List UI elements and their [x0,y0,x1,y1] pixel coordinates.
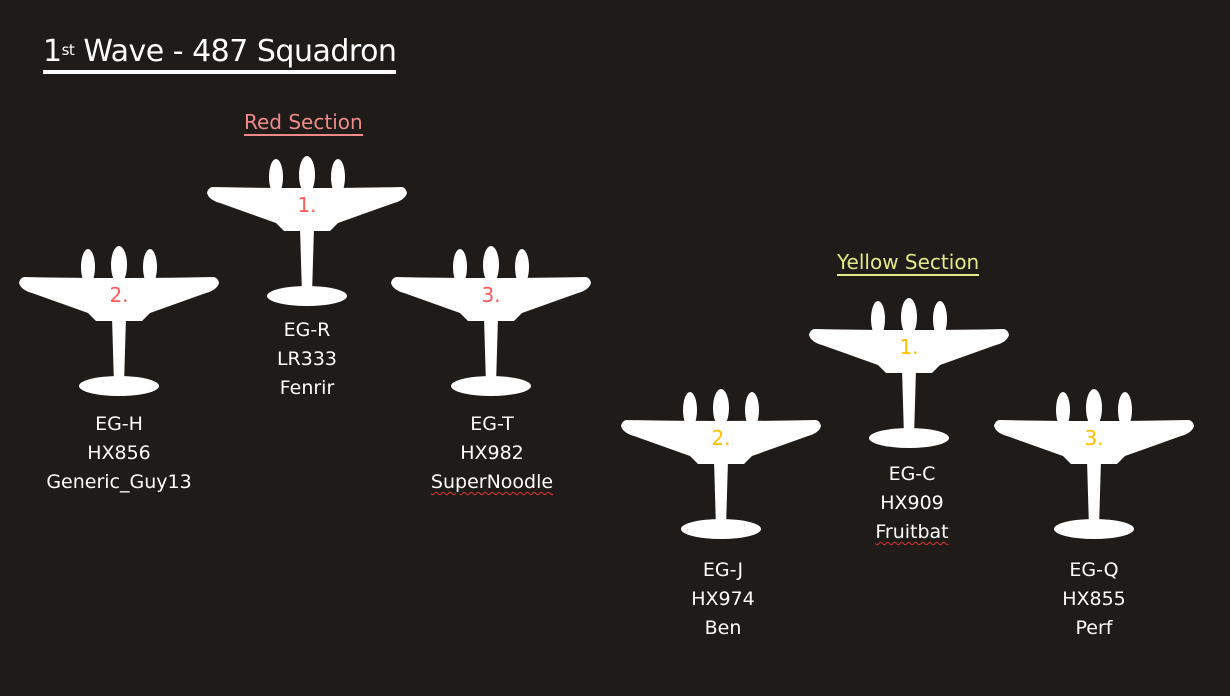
aircraft-code: EG-H [95,413,143,435]
position-number: 3. [1084,426,1104,450]
title-ordinal: 1 [43,34,62,69]
pilot-name: Fruitbat [875,521,949,543]
aircraft-yellow-1: 1. [808,297,1010,449]
aircraft-serial: LR333 [276,348,338,370]
aircraft-serial: HX974 [691,588,755,610]
aircraft-yellow-2: 2. [620,388,822,540]
position-number: 1. [899,335,919,359]
aircraft-yellow-3: 3. [993,388,1195,540]
aircraft-serial: HX982 [460,442,524,464]
red-section-heading: Red Section [244,110,363,136]
position-number: 2. [109,283,129,307]
aircraft-label-red-2: EG-H HX856 Generic_Guy13 [9,410,229,497]
aircraft-label-red-1: EG-R LR333 Fenrir [197,316,417,403]
pilot-name: Fenrir [279,377,335,399]
aircraft-serial: HX909 [880,492,944,514]
aircraft-code: EG-C [888,463,936,485]
aircraft-code: EG-J [702,559,744,581]
aircraft-code: EG-R [283,319,331,341]
title-text: Wave - 487 Squadron [74,34,397,69]
aircraft-red-2: 2. [18,245,220,397]
aircraft-code: EG-Q [1069,559,1119,581]
aircraft-silhouette-icon [19,246,219,396]
aircraft-silhouette-icon [207,156,407,306]
aircraft-silhouette-icon [391,246,591,396]
aircraft-label-yellow-2: EG-J HX974 Ben [613,556,833,643]
position-number: 2. [711,426,731,450]
aircraft-silhouette-icon [621,389,821,539]
position-number: 3. [481,283,501,307]
aircraft-red-3: 3. [390,245,592,397]
position-number: 1. [297,193,317,217]
aircraft-red-1: 1. [206,155,408,307]
yellow-section-heading: Yellow Section [837,250,980,276]
pilot-name: SuperNoodle [430,471,554,493]
pilot-name: Ben [704,617,742,639]
aircraft-label-red-3: EG-T HX982 SuperNoodle [382,410,602,497]
aircraft-silhouette-icon [809,298,1009,448]
title-ordinal-suffix: st [61,41,75,59]
aircraft-label-yellow-3: EG-Q HX855 Perf [984,556,1204,643]
page-title: 1st Wave - 487 Squadron [43,34,397,74]
aircraft-label-yellow-1: EG-C HX909 Fruitbat [802,460,1022,547]
aircraft-serial: HX855 [1062,588,1126,610]
pilot-name: Generic_Guy13 [46,471,192,493]
aircraft-serial: HX856 [87,442,151,464]
aircraft-code: EG-T [470,413,514,435]
pilot-name: Perf [1075,617,1113,639]
aircraft-silhouette-icon [994,389,1194,539]
